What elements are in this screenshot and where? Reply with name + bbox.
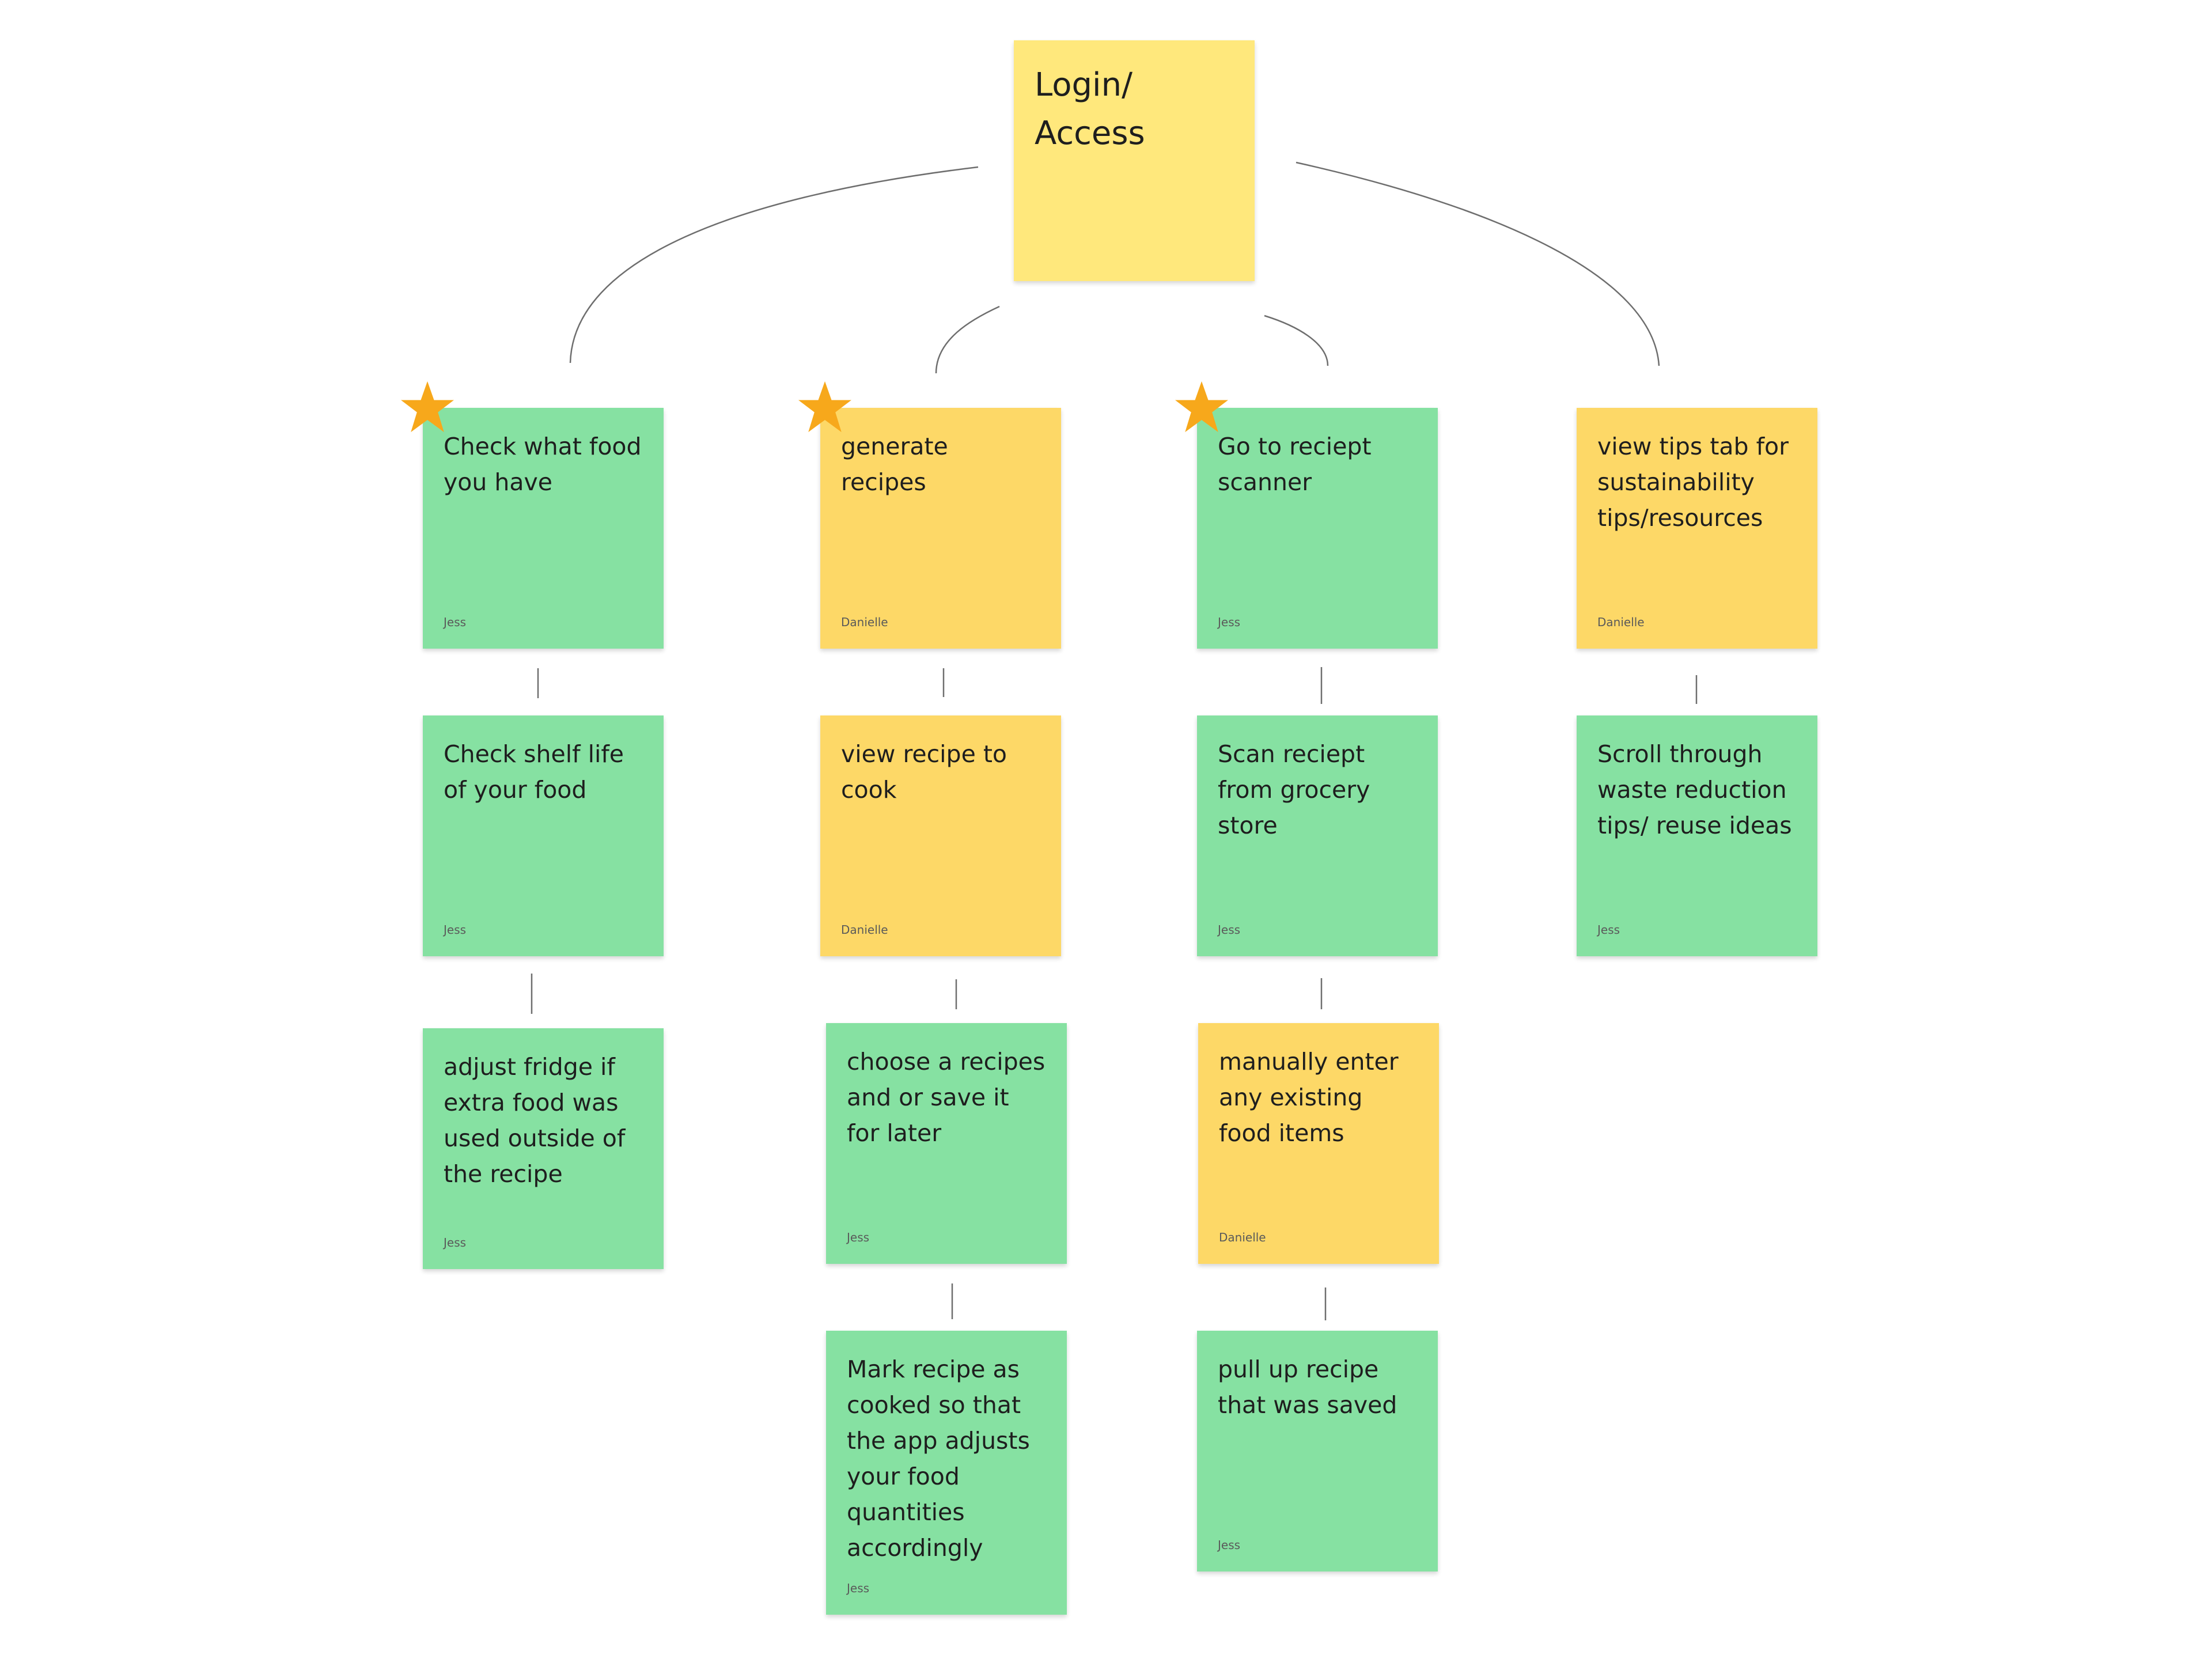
note-author: Jess (444, 1236, 467, 1249)
note-text: Login/ Access (1035, 66, 1145, 152)
note-author: Jess (1218, 923, 1241, 937)
note-author: Danielle (841, 923, 888, 937)
star-shape (1175, 381, 1228, 433)
star-shape (401, 381, 454, 433)
note-b2-step-4[interactable]: Mark recipe as cooked so that the app ad… (826, 1331, 1067, 1615)
note-b1-step-3[interactable]: adjust fridge if extra food was used out… (423, 1028, 664, 1269)
connector-root-branch-1 (569, 166, 979, 363)
note-author: Jess (847, 1581, 870, 1595)
note-text: Scan reciept from grocery store (1218, 740, 1370, 839)
star-icon (798, 381, 851, 433)
note-text: view recipe to cook (841, 740, 1007, 804)
note-author: Jess (444, 615, 467, 629)
star-icon (1175, 381, 1228, 433)
note-b4-step-1[interactable]: view tips tab for sustainability tips/re… (1577, 408, 1817, 649)
connector-root-branch-2 (935, 305, 1000, 374)
note-text: Mark recipe as cooked so that the app ad… (847, 1355, 1030, 1562)
note-text: view tips tab for sustainability tips/re… (1597, 433, 1789, 532)
connector-root-branch-4 (1296, 161, 1660, 366)
connector-root-branch-3 (1264, 315, 1329, 366)
note-b2-step-3[interactable]: choose a recipes and or save it for late… (826, 1023, 1067, 1264)
note-text: Check shelf life of your food (444, 740, 624, 804)
note-author: Danielle (1219, 1230, 1266, 1244)
note-author: Jess (444, 923, 467, 937)
note-author: Jess (847, 1230, 870, 1244)
note-text: Scroll through waste reduction tips/ reu… (1597, 740, 1792, 839)
root-note-login-access[interactable]: Login/ Access (1014, 40, 1255, 281)
star-shape (798, 381, 851, 433)
note-text: Go to reciept scanner (1218, 433, 1372, 496)
note-author: Jess (1218, 1538, 1241, 1552)
star-icon (401, 381, 454, 433)
note-author: Jess (1597, 923, 1620, 937)
note-text: manually enter any existing food items (1219, 1048, 1399, 1147)
note-author: Danielle (841, 615, 888, 629)
note-text: choose a recipes and or save it for late… (847, 1048, 1046, 1147)
note-text: adjust fridge if extra food was used out… (444, 1053, 626, 1188)
note-text: pull up recipe that was saved (1218, 1355, 1397, 1419)
note-author: Jess (1218, 615, 1241, 629)
note-text: Check what food you have (444, 433, 642, 496)
note-text: generate recipes (841, 433, 948, 496)
note-b4-step-2[interactable]: Scroll through waste reduction tips/ reu… (1577, 715, 1817, 956)
note-author: Danielle (1597, 615, 1645, 629)
